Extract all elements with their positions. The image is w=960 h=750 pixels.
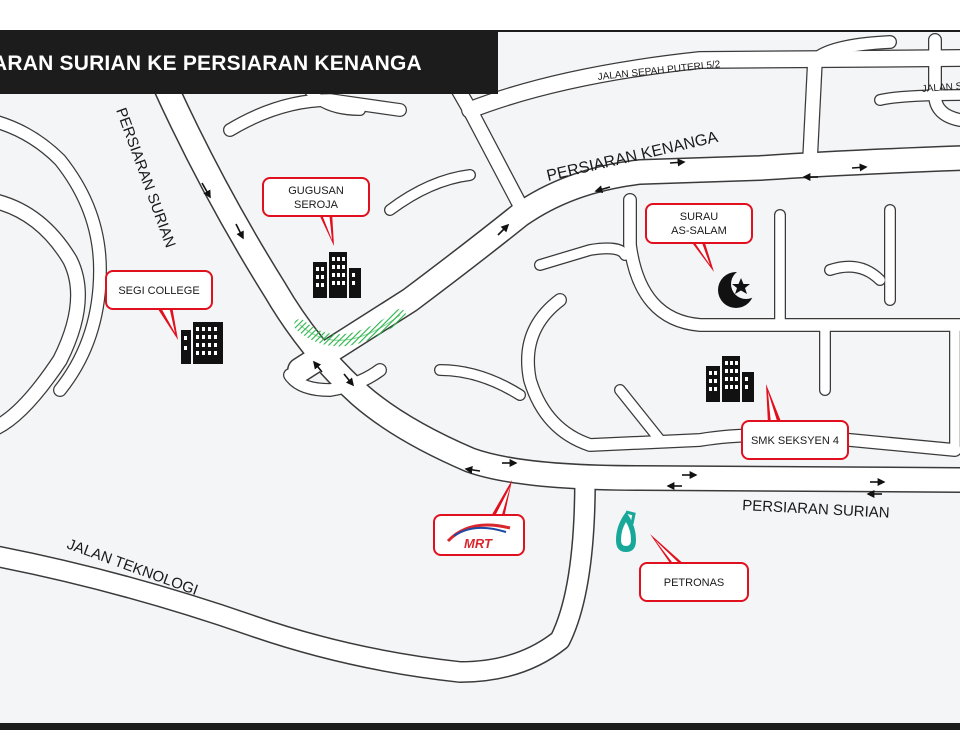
petronas-logo-icon bbox=[616, 510, 636, 552]
callout-segi-line1: SEGI COLLEGE bbox=[118, 285, 199, 297]
callout-gugusan-seroja: GUGUSAN SEROJA bbox=[262, 177, 370, 246]
arrow-icon bbox=[669, 158, 686, 167]
title-bar: ARAN SURIAN KE PERSIARAN KENANGA bbox=[0, 32, 498, 94]
road-label-jalan-top-right: JALAN S bbox=[921, 81, 960, 95]
crescent-star-icon bbox=[718, 269, 761, 308]
arrow-icon bbox=[851, 163, 868, 172]
building-icon bbox=[313, 252, 361, 298]
building-icon bbox=[706, 356, 754, 402]
mrt-logo-text: MRT bbox=[464, 536, 493, 551]
building-icon bbox=[181, 322, 223, 364]
bottom-border bbox=[0, 723, 960, 730]
arrow-icon bbox=[497, 223, 510, 236]
mrt-logo-icon: MRT bbox=[446, 523, 511, 551]
callout-surau-line1: SURAU bbox=[680, 211, 719, 223]
arrow-icon bbox=[464, 465, 481, 474]
top-border bbox=[0, 30, 960, 32]
callout-smk-line1: SMK SEKSYEN 4 bbox=[751, 435, 839, 447]
arrow-icon bbox=[235, 223, 244, 240]
callout-petronas-line1: PETRONAS bbox=[664, 577, 725, 589]
callout-gugusan-line1: GUGUSAN bbox=[288, 185, 344, 197]
arrow-icon bbox=[313, 360, 323, 373]
direction-arrows bbox=[201, 158, 886, 498]
callout-mrt: MRT bbox=[433, 480, 525, 556]
callout-petronas: PETRONAS bbox=[639, 534, 749, 602]
callout-segi-college: SEGI COLLEGE bbox=[105, 270, 213, 340]
arrow-icon bbox=[594, 185, 611, 194]
callout-smk: SMK SEKSYEN 4 bbox=[741, 384, 849, 460]
arrow-icon bbox=[343, 373, 355, 387]
arrow-icon bbox=[201, 182, 211, 199]
callout-surau: SURAU AS-SALAM bbox=[645, 203, 753, 272]
callout-gugusan-line2: SEROJA bbox=[294, 199, 339, 211]
callout-surau-line2: AS-SALAM bbox=[671, 225, 727, 237]
page-title: ARAN SURIAN KE PERSIARAN KENANGA bbox=[0, 52, 422, 75]
